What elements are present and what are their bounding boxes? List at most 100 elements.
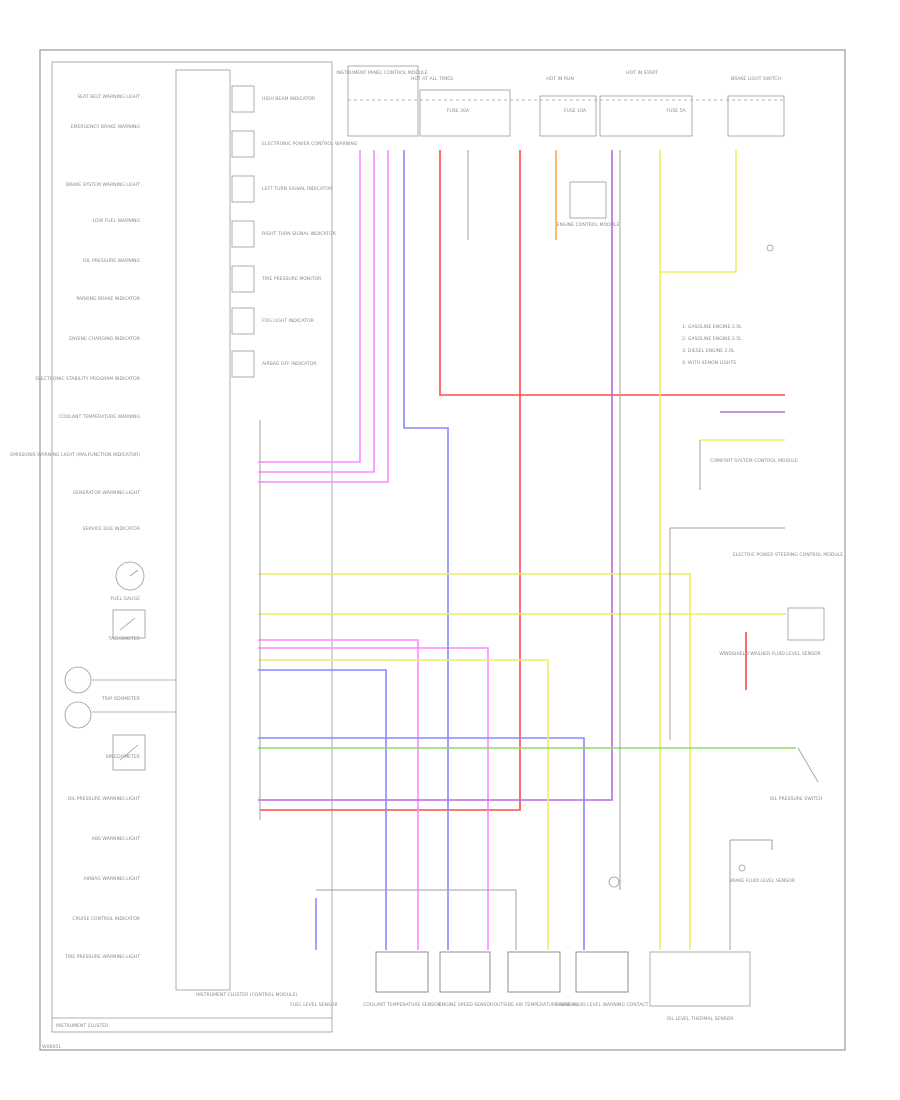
cluster-left-label: EMERGENCY BRAKE WARNING [71, 124, 141, 130]
top-component-label: ENGINE CONTROL MODULE [557, 222, 620, 228]
cluster-left-label: ABS WARNING LIGHT [92, 836, 140, 842]
coolant-temperature-sensor-box [375, 951, 429, 993]
speedometer-icon [112, 734, 146, 771]
wire-yellow-3 [258, 659, 549, 950]
wire-pink-4 [258, 639, 419, 950]
top-component-label: INSTRUMENT PANEL CONTROL MODULE [336, 70, 428, 76]
cluster-left-label: ENGINE CHARGING INDICATOR [69, 336, 141, 342]
indicator-lamp-icon [231, 265, 255, 293]
top-component-label: HOT IN START [626, 70, 658, 76]
cluster-left-label: TACHOMETER [107, 636, 140, 642]
right-component-label: BRAKE FLUID LEVEL SENSOR [729, 878, 796, 884]
instrument-panel-control-module [347, 65, 419, 137]
fuel-gauge-icon [115, 561, 145, 591]
wire-pink-2 [258, 150, 375, 473]
legend-entry: 1: GASOLINE ENGINE 2.0L [682, 324, 742, 330]
cluster-left-label: GENERATOR WARNING LIGHT [73, 490, 140, 496]
cluster-left-label: LOW FUEL WARNING [93, 218, 141, 224]
brake-light-switch [727, 95, 785, 137]
wire-pink-5 [258, 647, 489, 950]
cluster-right-label: AIRBAG OFF INDICATOR [262, 361, 317, 367]
bottom-component-label: OUTSIDE AIR TEMPERATURE SENSOR [494, 1002, 580, 1008]
indicator-lamp-icon [231, 175, 255, 203]
hot-at-all-times-fuse-block [419, 89, 511, 137]
cluster-right-label: FOG LIGHT INDICATOR [262, 318, 315, 324]
hot-in-run-fuse [539, 95, 597, 137]
wire-gray-7 [730, 839, 773, 850]
bottom-component-label: COOLANT TEMPERATURE SENSOR [363, 1002, 442, 1008]
wire-yellow-1 [258, 573, 691, 950]
bottom-component-label: FUEL LEVEL SENSOR [290, 1002, 338, 1008]
legend-entry: 3: DIESEL ENGINE 2.0L [682, 348, 735, 354]
figure-id: W06651 [42, 1044, 61, 1050]
indicator-lamp-icon [231, 307, 255, 335]
wire-blue-3 [258, 737, 585, 950]
cluster-left-label: SEAT BELT WARNING LIGHT [77, 94, 140, 100]
top-section [347, 65, 785, 252]
indicator-lamp-icon [231, 220, 255, 248]
right-component-label: WINDSHIELD WASHER FLUID LEVEL SENSOR [719, 651, 821, 657]
bottom-component-label: BRAKE FLUID LEVEL WARNING CONTACT [556, 1002, 649, 1008]
wire-pink-3 [258, 150, 389, 483]
outer-frame [39, 49, 846, 1051]
tachometer-icon [112, 609, 146, 639]
legend-entry: 4: WITH XENON LIGHTS [682, 360, 736, 366]
bottom-component-label: ENGINE SPEED SENSOR [439, 1002, 494, 1008]
indicator-lamp-icon [231, 85, 255, 113]
indicator-lamp-icon [231, 130, 255, 158]
wire-yellow-5 [660, 150, 737, 273]
cluster-left-label: TIRE PRESSURE WARNING LIGHT [64, 954, 140, 960]
cluster-left-label: CRUISE CONTROL INDICATOR [72, 916, 140, 922]
top-component-label: BRAKE LIGHT SWITCH [731, 76, 781, 82]
odometer-icon [64, 701, 92, 729]
hot-in-start-fuse-block [599, 95, 693, 137]
bottom-component-label: OIL LEVEL THERMAL SENSOR [667, 1016, 735, 1022]
top-component-label: FUSE 30A [447, 108, 470, 114]
bottom-components [375, 876, 751, 1007]
wire-pink-1 [258, 150, 361, 463]
cluster-right-label: TIRE PRESSURE MONITOR [261, 276, 322, 282]
cluster-left-label: OIL PRESSURE WARNING LIGHT [68, 796, 140, 802]
bottom-component-labels: FUEL LEVEL SENSOR COOLANT TEMPERATURE SEN… [290, 1002, 734, 1022]
cluster-left-label: COOLANT TEMPERATURE WARNING [59, 414, 141, 420]
legend-entry: 2: GASOLINE ENGINE 2.5L [682, 336, 742, 342]
cluster-right-label: RIGHT TURN SIGNAL INDICATOR [262, 231, 337, 237]
cluster-left-label: EMISSIONS WARNING LIGHT (MALFUNCTION IND… [10, 452, 140, 458]
engine-legend: 1: GASOLINE ENGINE 2.0L 2: GASOLINE ENGIN… [682, 324, 742, 366]
top-component-label: FUSE 10A [564, 108, 587, 114]
ground-point-icon [608, 876, 620, 888]
wire-red-main [439, 150, 785, 396]
outside-air-temperature-sensor-box [507, 951, 561, 993]
cluster-left-label: OIL PRESSURE WARNING [83, 258, 140, 264]
cluster-right-label: ELECTRONIC POWER CONTROL WARNING [262, 141, 358, 147]
right-components [738, 607, 825, 872]
wire-gray-2 [316, 889, 517, 950]
wire-blue-1 [403, 150, 449, 950]
oil-pressure-switch-icon [797, 747, 819, 783]
cluster-left-label: TRIP ODOMETER [101, 696, 141, 702]
wire-violet-1 [258, 150, 613, 801]
cluster-left-labels: SEAT BELT WARNING LIGHT EMERGENCY BRAKE W… [10, 94, 141, 960]
cluster-left-label: ELECTRONIC STABILITY PROGRAM INDICATOR [35, 376, 140, 382]
brake-fluid-level-ground-icon [738, 864, 746, 872]
top-component-label: HOT AT ALL TIMES [411, 76, 453, 82]
trip-odometer-icon [64, 666, 92, 694]
cluster-module-box [175, 69, 231, 991]
cluster-left-label: AIRBAG WARNING LIGHT [83, 876, 140, 882]
cluster-left-label: BRAKE SYSTEM WARNING LIGHT [66, 182, 140, 188]
gauge-icons [64, 561, 176, 771]
cluster-panel-frame [51, 61, 333, 1033]
right-component-label: ELECTRIC POWER STEERING CONTROL MODULE [733, 552, 844, 558]
wire-red-return [260, 150, 521, 811]
electric-power-steering-switch [787, 607, 825, 641]
indicator-lamp-icon [231, 350, 255, 378]
right-component-label: OIL PRESSURE SWITCH [770, 796, 823, 802]
top-component-label: FUSE 5A [666, 108, 686, 114]
wire-blue-2 [258, 669, 387, 950]
cluster-module-label: INSTRUMENT CLUSTER (CONTROL MODULE) [196, 992, 297, 998]
cluster-left-label: PARKING BRAKE INDICATOR [76, 296, 140, 302]
cluster-right-label: LEFT TURN SIGNAL INDICATOR [262, 186, 333, 192]
